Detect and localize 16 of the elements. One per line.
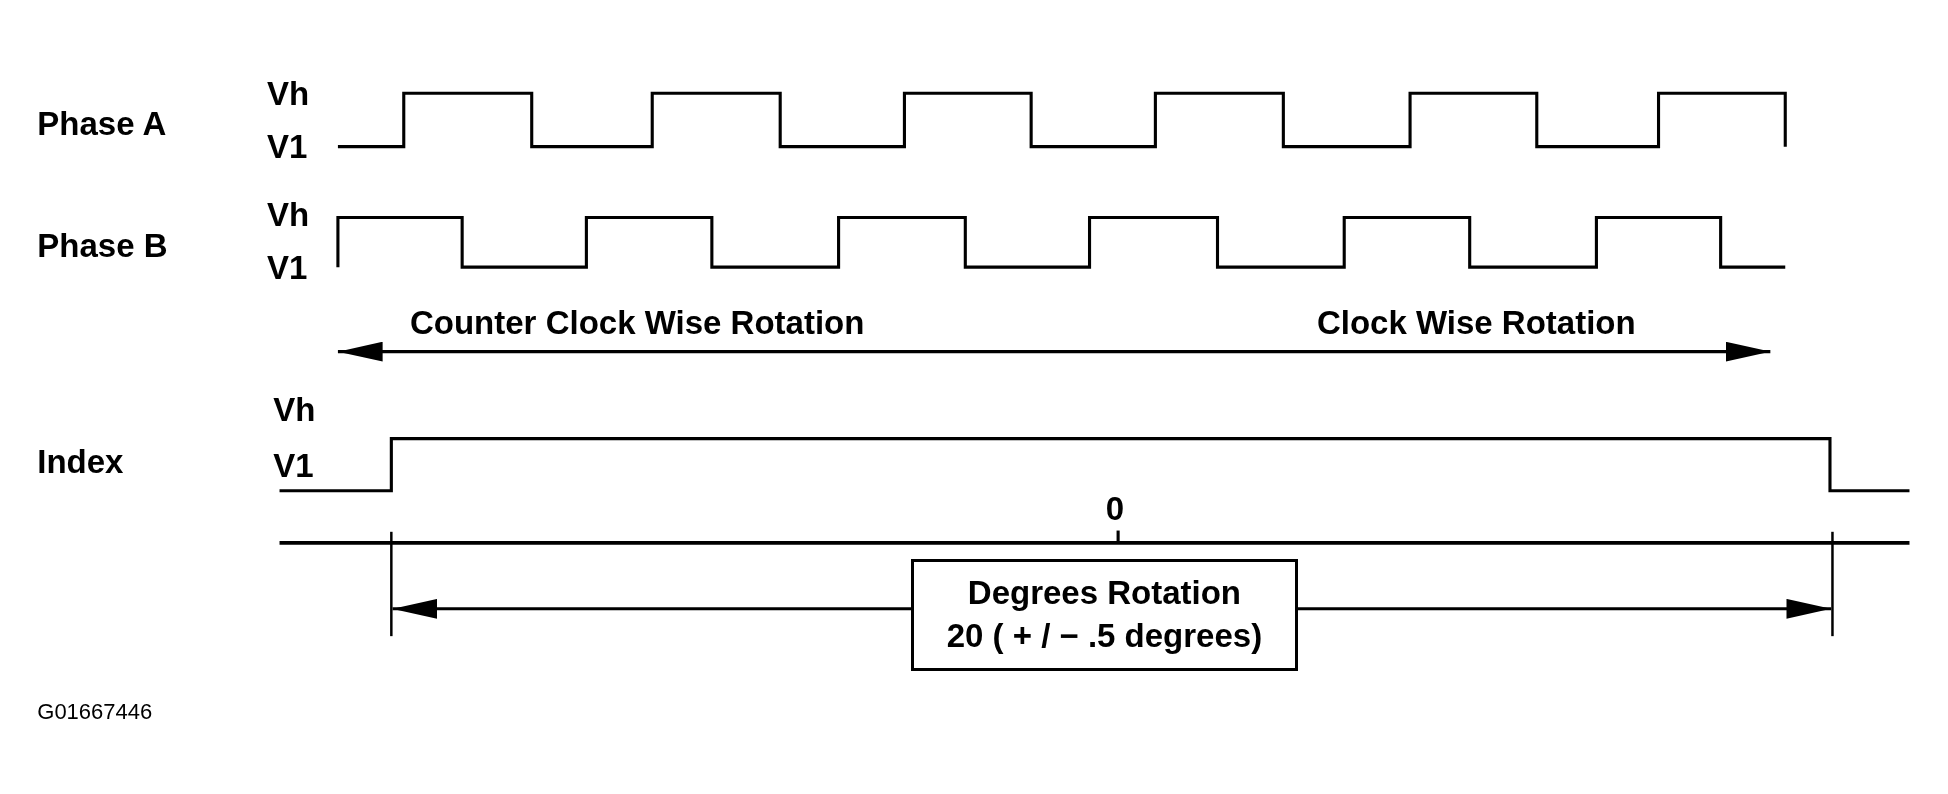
direction-label: Counter Clock Wise Rotation [409,304,865,342]
tolerance-label: 20 ( + / − .5 degrees) [946,615,1263,656]
level-label: Vh [267,196,310,234]
level-label: Vh [267,76,310,113]
figure-id: G01667446 [37,699,153,724]
level-label: V1 [267,128,308,165]
level-label: Vh [273,391,316,429]
level-label: V1 [273,447,314,484]
signal-name: Phase B [37,227,168,265]
dimension-label: Degrees Rotation [967,573,1242,614]
level-label: V1 [267,250,308,287]
dimension-box [910,559,1299,671]
signal-name: Phase A [37,106,167,143]
position-label: 0 [1105,491,1125,528]
direction-label: Clock Wise Rotation [1316,304,1636,342]
signal-name: Index [37,444,124,481]
